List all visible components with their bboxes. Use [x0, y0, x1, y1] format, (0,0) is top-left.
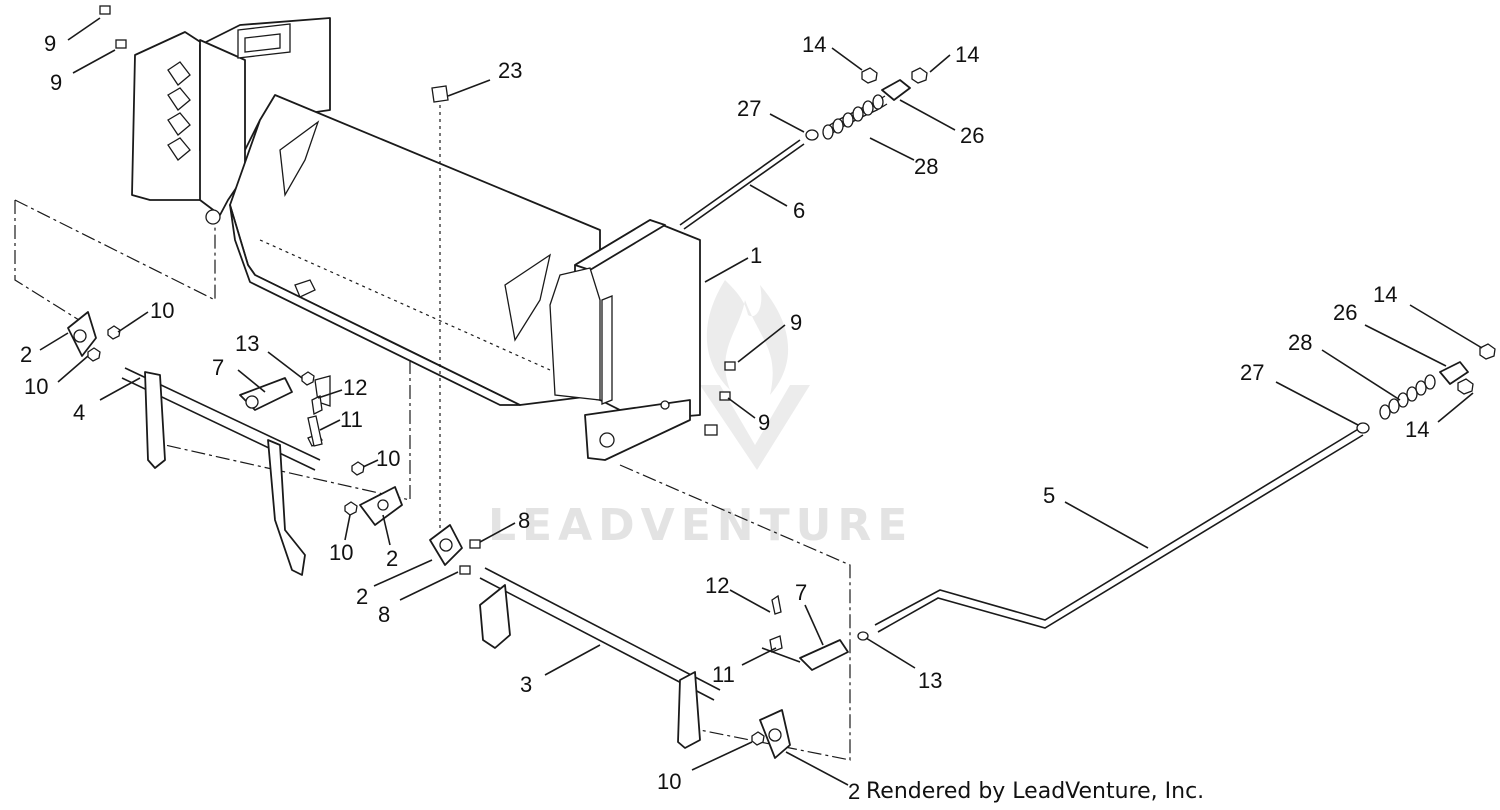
callout-label: 28: [914, 154, 938, 179]
callout-label: 7: [212, 355, 224, 380]
render-credit: Rendered by LeadVenture, Inc.: [866, 779, 1204, 804]
callout-label: 4: [73, 400, 85, 425]
callout-label: 10: [150, 298, 174, 323]
callout-labels: 9 9 23 14 14 27 26 28 6 1 9 9 14 26 28 2…: [20, 31, 1429, 804]
callout-label: 12: [343, 375, 367, 400]
phantom-outline-center: [164, 360, 411, 501]
rod-6-assembly: [679, 67, 928, 230]
callout-label: 14: [802, 32, 826, 57]
callout-label: 10: [376, 446, 400, 471]
callout-label: 9: [44, 31, 56, 56]
leader-lines: [39, 17, 1483, 786]
callout-label: 2: [20, 342, 32, 367]
callout-label: 6: [793, 198, 805, 223]
callout-label: 9: [758, 410, 770, 435]
callout-label: 11: [340, 407, 363, 432]
callout-label: 9: [790, 310, 802, 335]
callout-label: 8: [378, 602, 390, 627]
callout-label: 1: [750, 243, 762, 268]
callout-label: 27: [737, 96, 761, 121]
callout-label: 27: [1240, 360, 1264, 385]
callout-label: 2: [386, 546, 398, 571]
callout-label: 7: [795, 580, 807, 605]
callout-label: 10: [657, 769, 681, 794]
callout-label: 9: [50, 70, 62, 95]
bearing-flange-2-center: [429, 524, 791, 759]
callout-label: 2: [356, 584, 368, 609]
callout-label: 10: [329, 540, 353, 565]
callout-label: 23: [498, 58, 522, 83]
callout-label: 14: [955, 42, 979, 67]
callout-label: 28: [1288, 330, 1312, 355]
phantom-outline-right: [619, 464, 851, 761]
main-frame-channel: [229, 94, 601, 406]
callout-label: 10: [24, 374, 48, 399]
callout-label: 26: [1333, 300, 1357, 325]
callout-label: 2: [848, 779, 860, 804]
callout-label: 13: [918, 668, 942, 693]
small-hardware: [87, 5, 783, 746]
callout-label: 5: [1043, 483, 1055, 508]
callout-label: 14: [1405, 417, 1429, 442]
right-mount-bracket: [549, 219, 701, 461]
callout-label: 26: [960, 123, 984, 148]
callout-label: 13: [235, 331, 259, 356]
callout-label: 11: [712, 662, 735, 687]
rod-5-assembly: [857, 343, 1496, 641]
bearing-flange-2-left: [67, 311, 403, 526]
shaft-3: [479, 567, 849, 749]
callout-label: 12: [705, 573, 729, 598]
watermark-text: LEADVENTURE: [488, 500, 913, 551]
watermark-logo: [700, 280, 810, 470]
callout-label: 14: [1373, 282, 1397, 307]
left-upright-bracket: [131, 17, 331, 225]
callout-label: 3: [520, 672, 532, 697]
callout-label: 8: [518, 508, 530, 533]
shaft-4: [121, 367, 331, 576]
phantom-outline-left: [14, 199, 216, 331]
